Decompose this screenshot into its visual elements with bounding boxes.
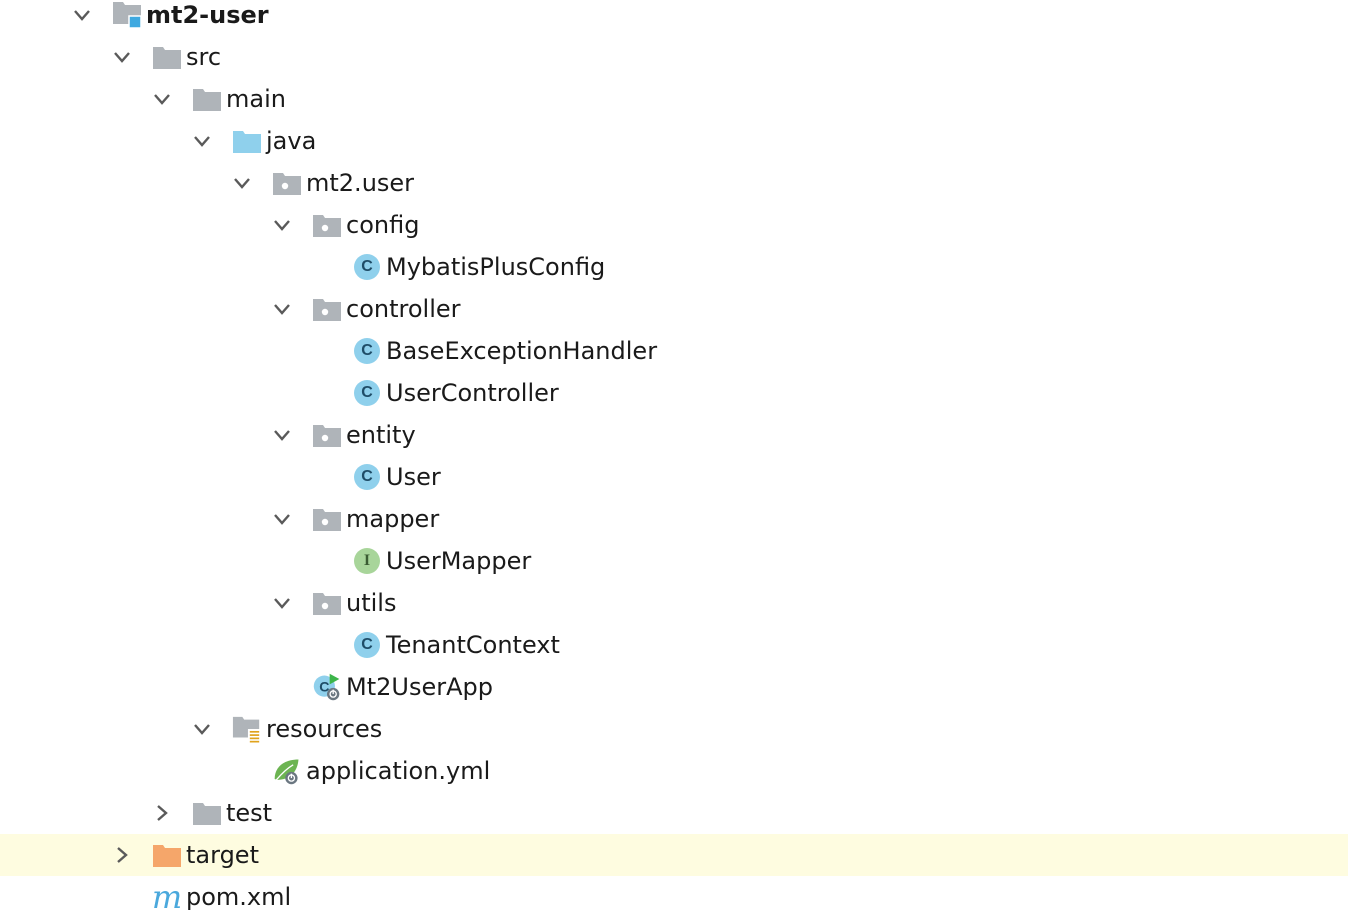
chevron-down-icon[interactable] bbox=[272, 425, 292, 445]
spring-yaml-icon bbox=[272, 756, 302, 786]
tree-row[interactable]: controller bbox=[0, 288, 1348, 330]
tree-row[interactable]: main bbox=[0, 78, 1348, 120]
tree-item-label: UserMapper bbox=[386, 547, 532, 575]
chevron-down-icon[interactable] bbox=[112, 47, 132, 67]
tree-item-label: mapper bbox=[346, 505, 440, 533]
tree-item-label: src bbox=[186, 43, 222, 71]
tree-item-label: java bbox=[266, 127, 317, 155]
class-badge: C bbox=[354, 338, 380, 364]
excluded-folder-icon bbox=[152, 840, 182, 870]
chevron-down-icon[interactable] bbox=[272, 215, 292, 235]
maven-icon: m bbox=[151, 878, 183, 916]
class-icon: C bbox=[352, 630, 382, 660]
package-icon bbox=[312, 504, 342, 534]
chevron-down-icon[interactable] bbox=[232, 173, 252, 193]
interface-badge: I bbox=[354, 548, 380, 574]
tree-item-label: BaseExceptionHandler bbox=[386, 337, 658, 365]
chevron-down-icon[interactable] bbox=[272, 299, 292, 319]
class-badge: C bbox=[354, 632, 380, 658]
interface-icon: I bbox=[352, 546, 382, 576]
class-icon: C bbox=[352, 378, 382, 408]
class-badge: C bbox=[354, 254, 380, 280]
tree-item-label: main bbox=[226, 85, 286, 113]
tree-item-label: application.yml bbox=[306, 757, 491, 785]
tree-row[interactable]: java bbox=[0, 120, 1348, 162]
folder-icon bbox=[192, 798, 222, 828]
maven-letter: m bbox=[151, 878, 183, 916]
tree-row[interactable]: mapper bbox=[0, 498, 1348, 540]
source-root-folder-icon bbox=[232, 126, 262, 156]
chevron-down-icon[interactable] bbox=[72, 5, 92, 25]
package-icon bbox=[312, 210, 342, 240]
tree-item-label: UserController bbox=[386, 379, 559, 407]
tree-item-label: target bbox=[186, 841, 259, 869]
tree-item-label: entity bbox=[346, 421, 416, 449]
tree-item-label: User bbox=[386, 463, 441, 491]
class-badge: C bbox=[354, 464, 380, 490]
tree-item-label: TenantContext bbox=[386, 631, 560, 659]
tree-row[interactable]: C Mt2UserApp bbox=[0, 666, 1348, 708]
tree-row[interactable]: mt2-user bbox=[0, 0, 1348, 36]
chevron-down-icon[interactable] bbox=[152, 89, 172, 109]
tree-row[interactable]: utils bbox=[0, 582, 1348, 624]
tree-row[interactable]: config bbox=[0, 204, 1348, 246]
tree-item-label: utils bbox=[346, 589, 397, 617]
chevron-down-icon[interactable] bbox=[272, 509, 292, 529]
tree-row[interactable]: entity bbox=[0, 414, 1348, 456]
tree-row[interactable]: mt2.user bbox=[0, 162, 1348, 204]
class-icon: C bbox=[352, 336, 382, 366]
package-icon bbox=[312, 588, 342, 618]
svg-text:C: C bbox=[319, 678, 329, 694]
folder-icon bbox=[152, 42, 182, 72]
tree-item-label: test bbox=[226, 799, 273, 827]
tree-item-label: config bbox=[346, 211, 420, 239]
package-icon bbox=[312, 294, 342, 324]
chevron-down-icon[interactable] bbox=[192, 719, 212, 739]
tree-item-label: resources bbox=[266, 715, 383, 743]
tree-item-label: mt2-user bbox=[146, 1, 269, 29]
package-icon bbox=[272, 168, 302, 198]
tree-item-label: controller bbox=[346, 295, 461, 323]
tree-row[interactable]: resources bbox=[0, 708, 1348, 750]
tree-item-label: Mt2UserApp bbox=[346, 673, 493, 701]
chevron-down-icon[interactable] bbox=[192, 131, 212, 151]
tree-item-label: mt2.user bbox=[306, 169, 415, 197]
chevron-right-icon[interactable] bbox=[152, 803, 172, 823]
package-icon bbox=[312, 420, 342, 450]
tree-item-label: MybatisPlusConfig bbox=[386, 253, 606, 281]
tree-row[interactable]: application.yml bbox=[0, 750, 1348, 792]
chevron-right-icon[interactable] bbox=[112, 845, 132, 865]
resources-folder-icon bbox=[232, 714, 262, 744]
tree-item-label: pom.xml bbox=[186, 883, 292, 911]
tree-row[interactable]: src bbox=[0, 36, 1348, 78]
chevron-down-icon[interactable] bbox=[272, 593, 292, 613]
class-badge: C bbox=[354, 380, 380, 406]
tree-row[interactable]: test bbox=[0, 792, 1348, 834]
class-icon: C bbox=[352, 462, 382, 492]
module-folder-icon bbox=[112, 0, 142, 30]
tree-row[interactable]: target bbox=[0, 834, 1348, 876]
spring-boot-app-icon: C bbox=[312, 672, 342, 702]
class-icon: C bbox=[352, 252, 382, 282]
folder-icon bbox=[192, 84, 222, 114]
